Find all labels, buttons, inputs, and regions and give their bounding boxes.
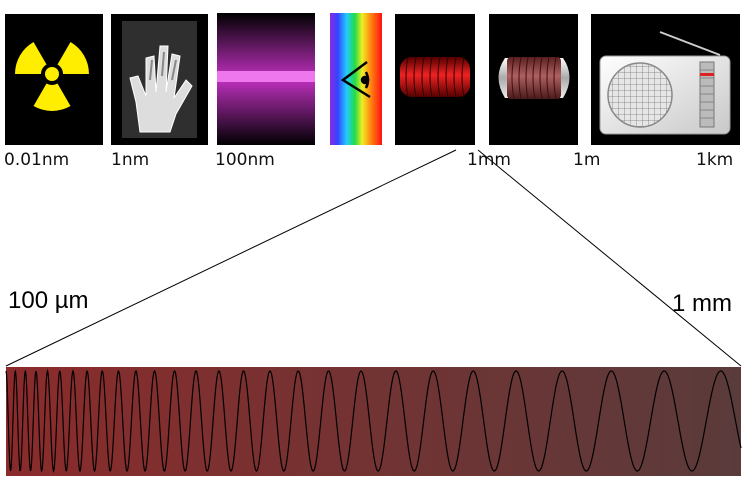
scale-label-radio: 1km <box>696 150 734 170</box>
radio-panel <box>591 14 740 145</box>
scale-label-infrared: 1mm <box>467 150 511 170</box>
visible-panel <box>330 13 382 145</box>
ultraviolet-panel <box>217 13 315 145</box>
scale-label-xray: 1nm <box>111 150 150 170</box>
radiation-trefoil-icon <box>15 41 89 111</box>
radio-receiver-icon <box>599 31 731 135</box>
sine-wave <box>5 368 742 474</box>
zoom-label-left: 100 µm <box>8 287 89 314</box>
gamma-ray-panel <box>5 14 103 145</box>
ultraviolet-lamp-icon <box>217 71 315 82</box>
x-ray-panel <box>111 14 208 145</box>
infrared-panel <box>395 14 475 145</box>
scale-label-microwave: 1m <box>573 150 601 170</box>
xray-hand-icon <box>129 45 193 133</box>
visible-spectrum-eye-icon <box>340 61 371 99</box>
infrared-heater-icon <box>400 56 470 98</box>
wave-band <box>5 367 742 476</box>
scale-label-uv: 100nm <box>215 150 275 170</box>
zoom-line-right <box>477 149 742 367</box>
zoom-label-right: 1 mm <box>672 290 732 317</box>
zoom-line-left <box>5 149 457 367</box>
microwave-panel <box>489 14 578 145</box>
scale-label-gamma: 0.01nm <box>4 150 70 170</box>
microwave-tube-icon <box>498 56 570 100</box>
